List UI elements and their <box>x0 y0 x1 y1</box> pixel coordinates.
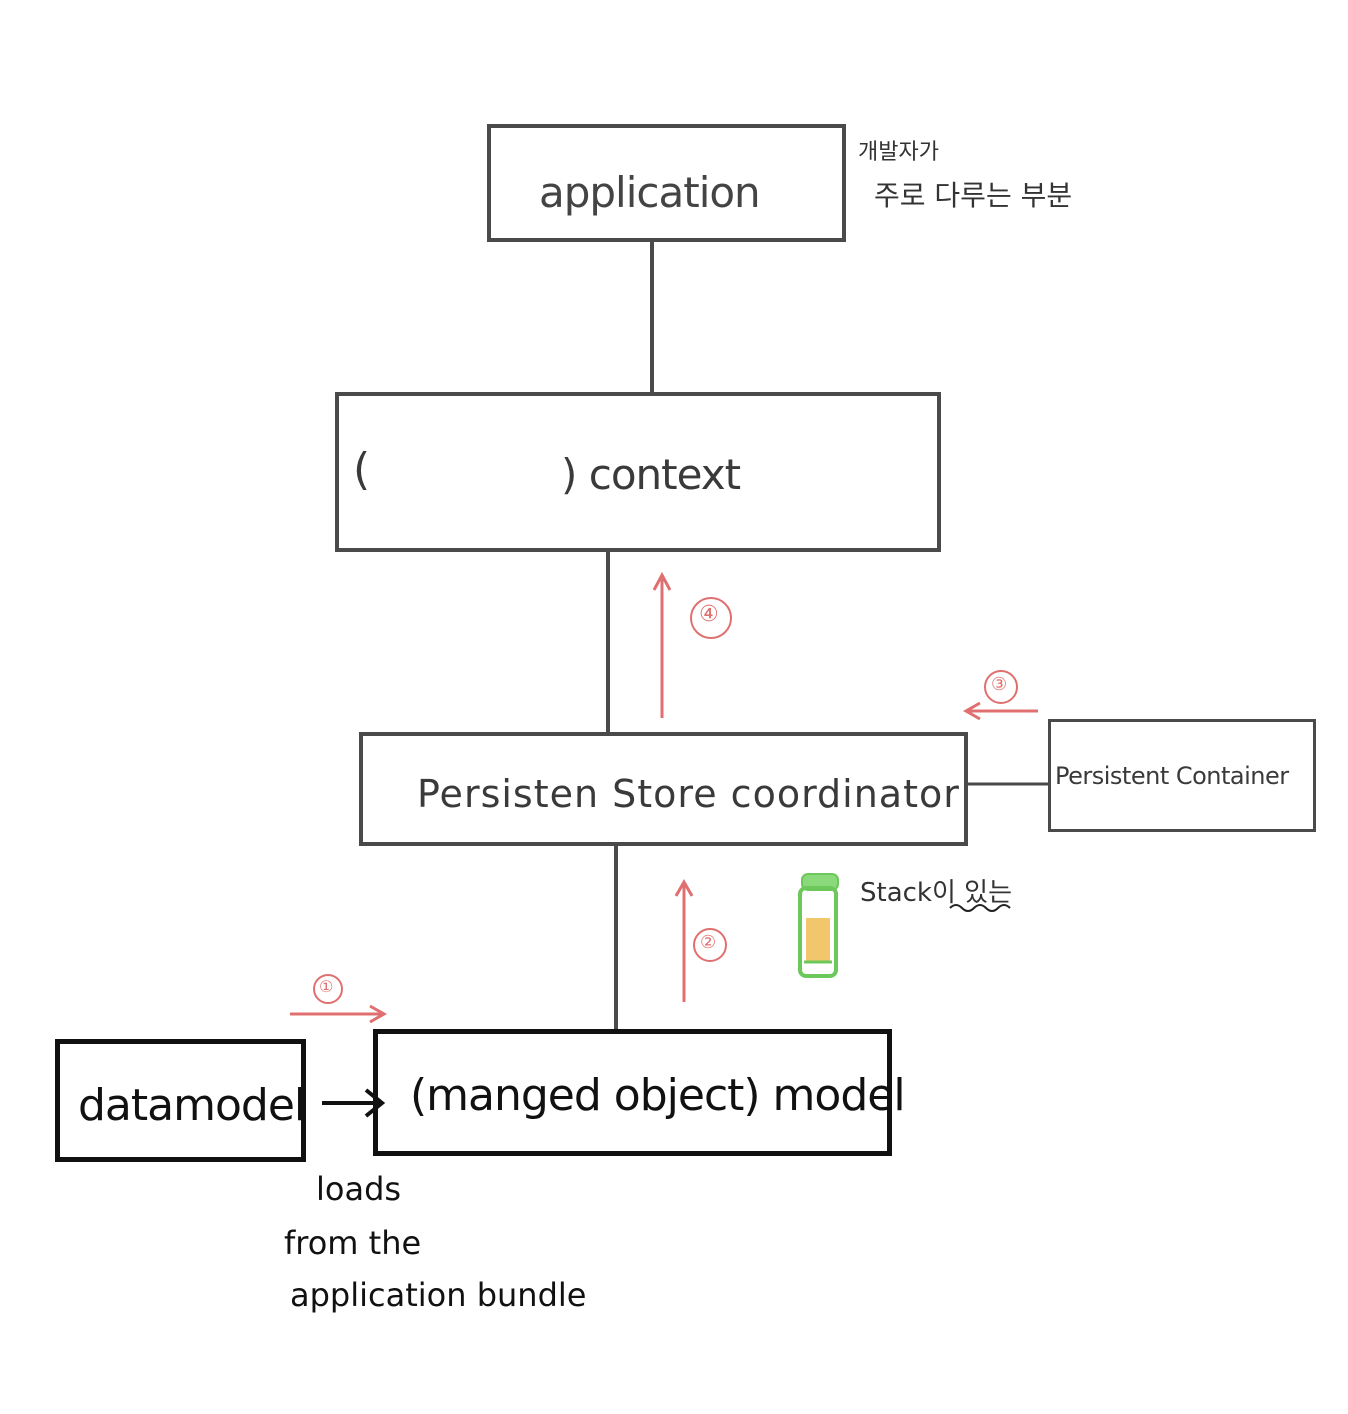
step3-circle <box>984 670 1018 704</box>
step3-number: ③ <box>991 674 1008 695</box>
application-label: application <box>539 168 761 217</box>
step2-circle <box>693 928 727 962</box>
red-arrow-step1 <box>290 1004 388 1024</box>
application-box: application <box>487 124 846 242</box>
developer-note-line2: 주로 다루는 부분 <box>874 179 1073 212</box>
squiggle-underline <box>949 904 1011 912</box>
step1-circle <box>313 974 343 1004</box>
datamodel-box: datamodel <box>55 1039 306 1162</box>
red-arrow-step3 <box>962 701 1038 721</box>
model-label: (manged object) model <box>410 1070 906 1121</box>
loads-note-line3: application bundle <box>290 1276 587 1314</box>
battery-icon <box>798 873 839 978</box>
step1-number: ① <box>319 977 334 996</box>
step4-number: ④ <box>699 602 719 627</box>
arrow-datamodel-to-model <box>322 1088 386 1118</box>
developer-note-line1: 개발자가 <box>858 140 939 165</box>
model-box: (manged object) model <box>373 1029 906 1156</box>
step2-number: ② <box>700 932 717 953</box>
loads-note-line2: from the <box>284 1224 422 1262</box>
context-label: ) context <box>561 450 741 499</box>
coordinator-box: Persisten Store coordinator <box>359 732 968 846</box>
red-arrow-step2 <box>674 878 694 1002</box>
step4-circle <box>690 597 732 639</box>
stack-note: Stack이 있는 <box>860 878 1013 908</box>
datamodel-label: datamodel <box>78 1080 306 1131</box>
red-arrow-step4 <box>652 571 672 718</box>
container-label: Persistent Container <box>1055 762 1289 790</box>
context-box: ( ) context <box>335 392 941 552</box>
container-box: Persistent Container <box>1048 719 1316 832</box>
loads-note-line1: loads <box>316 1170 402 1208</box>
context-open-paren: ( <box>353 444 370 495</box>
coordinator-label: Persisten Store coordinator <box>417 772 960 816</box>
